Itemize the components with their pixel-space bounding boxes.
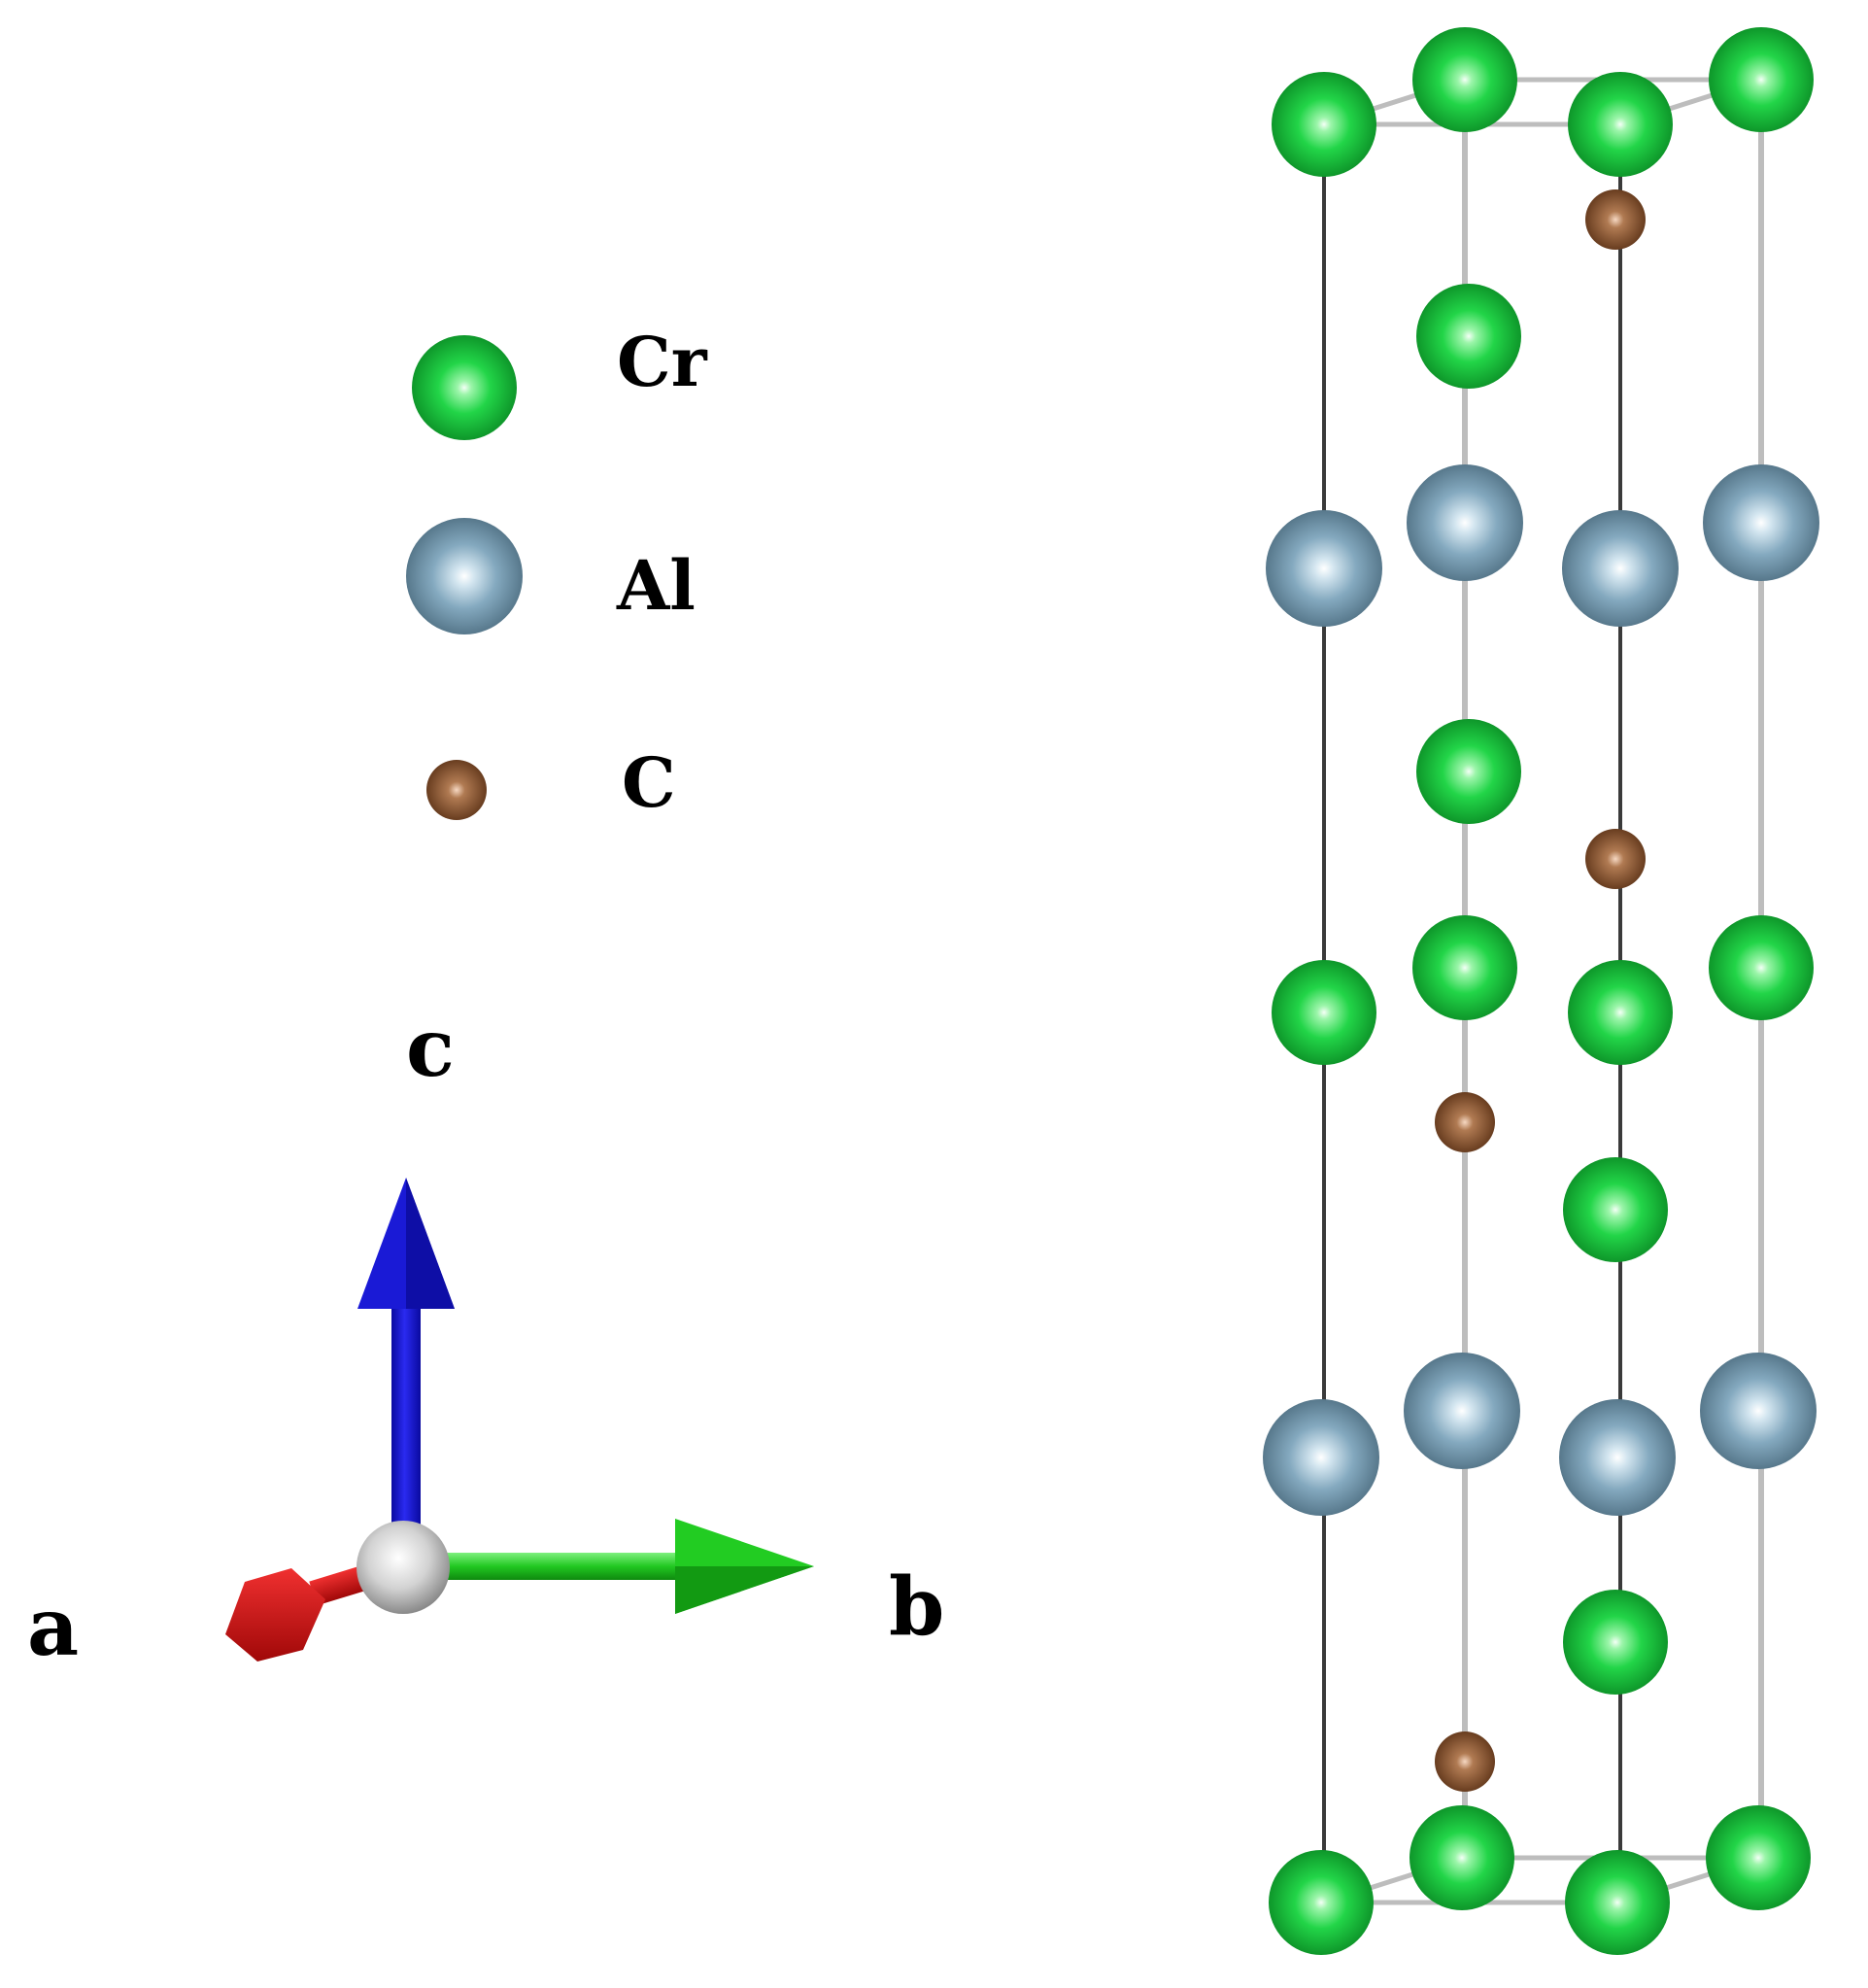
cr-atom: [1416, 284, 1521, 389]
c-atom: [1585, 189, 1646, 250]
cr-atom: [1709, 915, 1814, 1020]
al-atom: [1700, 1353, 1817, 1469]
cr-atom: [1409, 1805, 1514, 1910]
cr-atom: [1563, 1590, 1668, 1695]
cr-atom: [1706, 1805, 1811, 1910]
cr-atom: [1568, 72, 1673, 177]
al-atom: [1263, 1399, 1379, 1516]
al-atom: [1559, 1399, 1676, 1516]
al-atom: [1404, 1353, 1520, 1469]
al-atom: [1562, 510, 1679, 627]
axis-c-arrow: [357, 1178, 455, 1539]
cr-atom: [1412, 27, 1517, 132]
c-atom: [1435, 1731, 1495, 1792]
crystal-structure: [1263, 27, 1819, 1955]
c-atom: [1435, 1092, 1495, 1152]
legend-cr-swatch: [412, 335, 517, 440]
al-atom: [1266, 510, 1382, 627]
cr-atom: [1565, 1850, 1670, 1955]
c-atom: [1585, 829, 1646, 889]
cr-atom: [1269, 1850, 1374, 1955]
legend-c-swatch: [426, 760, 487, 820]
legend-c-label: C: [622, 742, 676, 823]
al-atom: [1703, 464, 1819, 581]
cr-atom: [1272, 960, 1376, 1065]
unit-cell-edges: [1321, 77, 1764, 1905]
axis-b-arrow: [427, 1519, 814, 1614]
legend-al-label: Al: [616, 545, 696, 626]
axes-triad: c a b: [27, 1002, 944, 1674]
cr-atom: [1568, 960, 1673, 1065]
axis-b-label: b: [889, 1560, 944, 1654]
axis-c-label: c: [406, 1002, 455, 1095]
al-atom: [1407, 464, 1523, 581]
legend-cr-label: Cr: [617, 322, 708, 402]
legend-al-swatch: [406, 518, 523, 634]
cr-atom: [1563, 1157, 1668, 1262]
cr-atom: [1709, 27, 1814, 132]
cr-atom: [1272, 72, 1376, 177]
legend: Cr Al C: [406, 322, 708, 823]
axes-origin: [357, 1521, 450, 1614]
axis-a-label: a: [27, 1581, 79, 1674]
cr-atom: [1412, 915, 1517, 1020]
cr-atom: [1416, 719, 1521, 824]
